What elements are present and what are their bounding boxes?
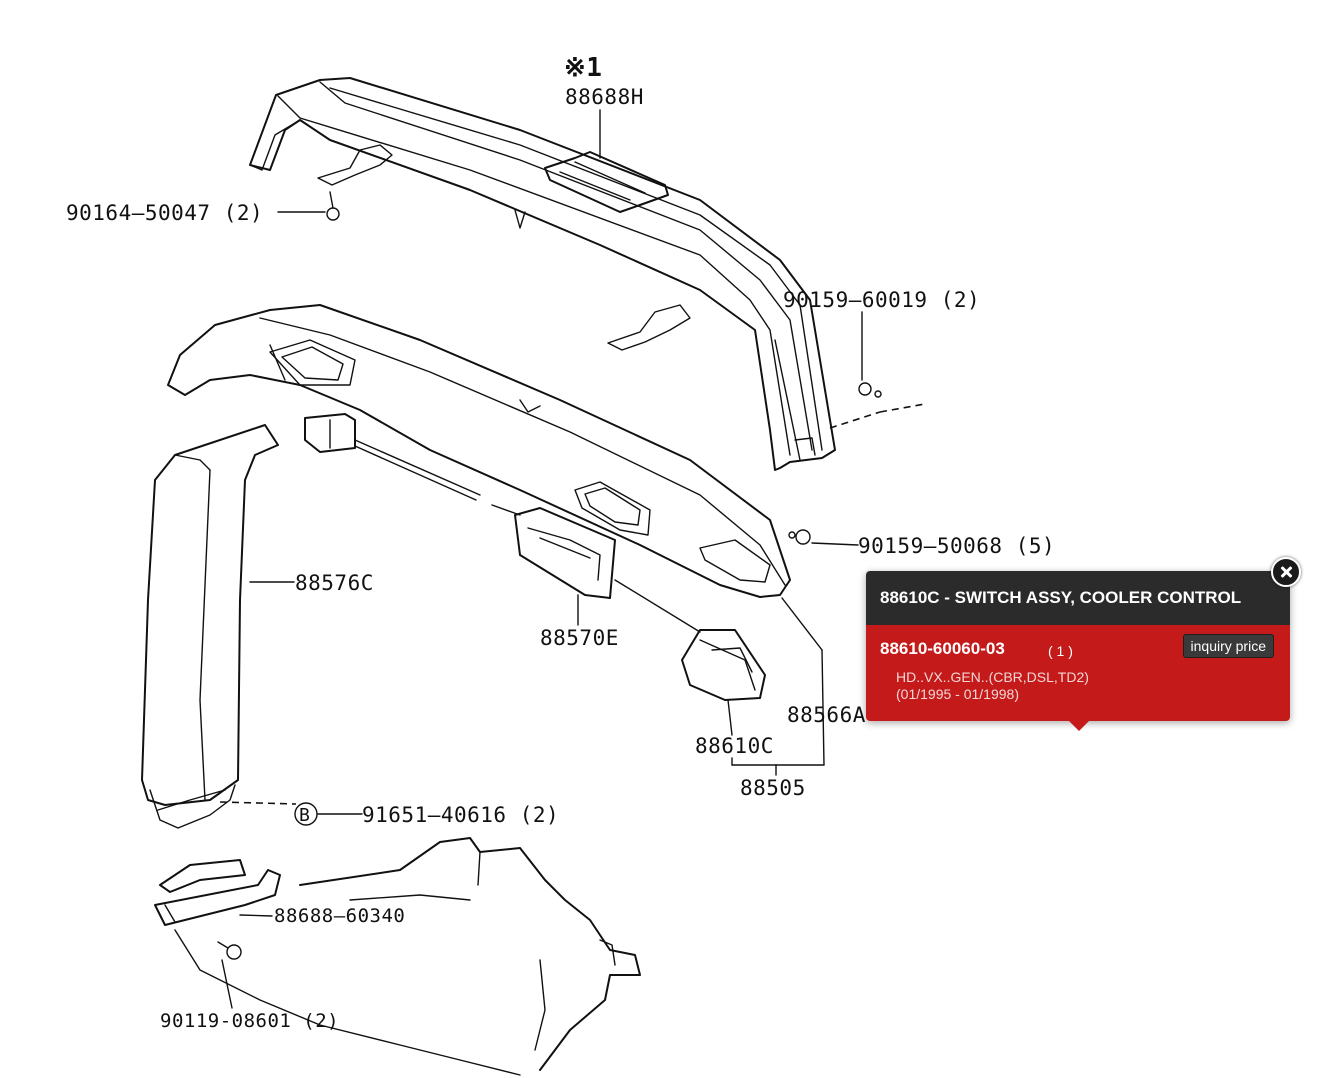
note-mark-label[interactable]: ※1 [564,53,602,83]
part-label-88505[interactable]: 88505 [740,776,806,800]
part-label-91651-40616[interactable]: 91651–40616 (2) [362,803,559,827]
lower-body-drawing [154,837,641,1076]
popup-body: 88610-60060-03 ( 1 ) inquiry price HD..V… [866,625,1290,731]
leader-lines [219,109,926,1009]
part-label-90159-50068[interactable]: 90159–50068 (5) [858,534,1055,558]
part-label-88688h[interactable]: 88688H [565,85,644,109]
popup-title: 88610C - SWITCH ASSY, COOLER CONTROL [866,571,1290,625]
marker-b-circle [294,802,318,826]
marker-b-label: B [299,805,310,826]
lower-rail-drawing [167,304,791,701]
part-label-88576c[interactable]: 88576C [295,571,374,595]
part-label-88566a[interactable]: 88566A [787,703,866,727]
part-label-88610c[interactable]: 88610C [695,734,774,758]
close-popup-icon[interactable] [1271,557,1301,587]
upper-rail-drawing [249,77,836,471]
part-quantity: ( 1 ) [1048,643,1073,659]
part-applicability: HD..VX..GEN..(CBR,DSL,TD2) [896,669,1089,685]
inquiry-price-button[interactable]: inquiry price [1182,634,1274,658]
popup-pointer [1069,721,1089,731]
part-label-90164-50047[interactable]: 90164–50047 (2) [66,201,263,225]
part-label-88688-60340[interactable]: 88688–60340 [274,905,405,927]
part-date-range: (01/1995 - 01/1998) [896,686,1019,702]
part-number-link[interactable]: 88610-60060-03 [880,639,1005,658]
part-label-90159-60019[interactable]: 90159–60019 (2) [783,288,980,312]
part-label-90119-08601[interactable]: 90119-08601 (2) [160,1010,339,1032]
part-label-88570e[interactable]: 88570E [540,626,619,650]
part-info-popup: 88610C - SWITCH ASSY, COOLER CONTROL 886… [866,571,1290,731]
fasteners [217,191,882,960]
part-description: HD..VX..GEN..(CBR,DSL,TD2) (01/1995 - 01… [896,669,1089,703]
side-panel-drawing [141,424,279,829]
